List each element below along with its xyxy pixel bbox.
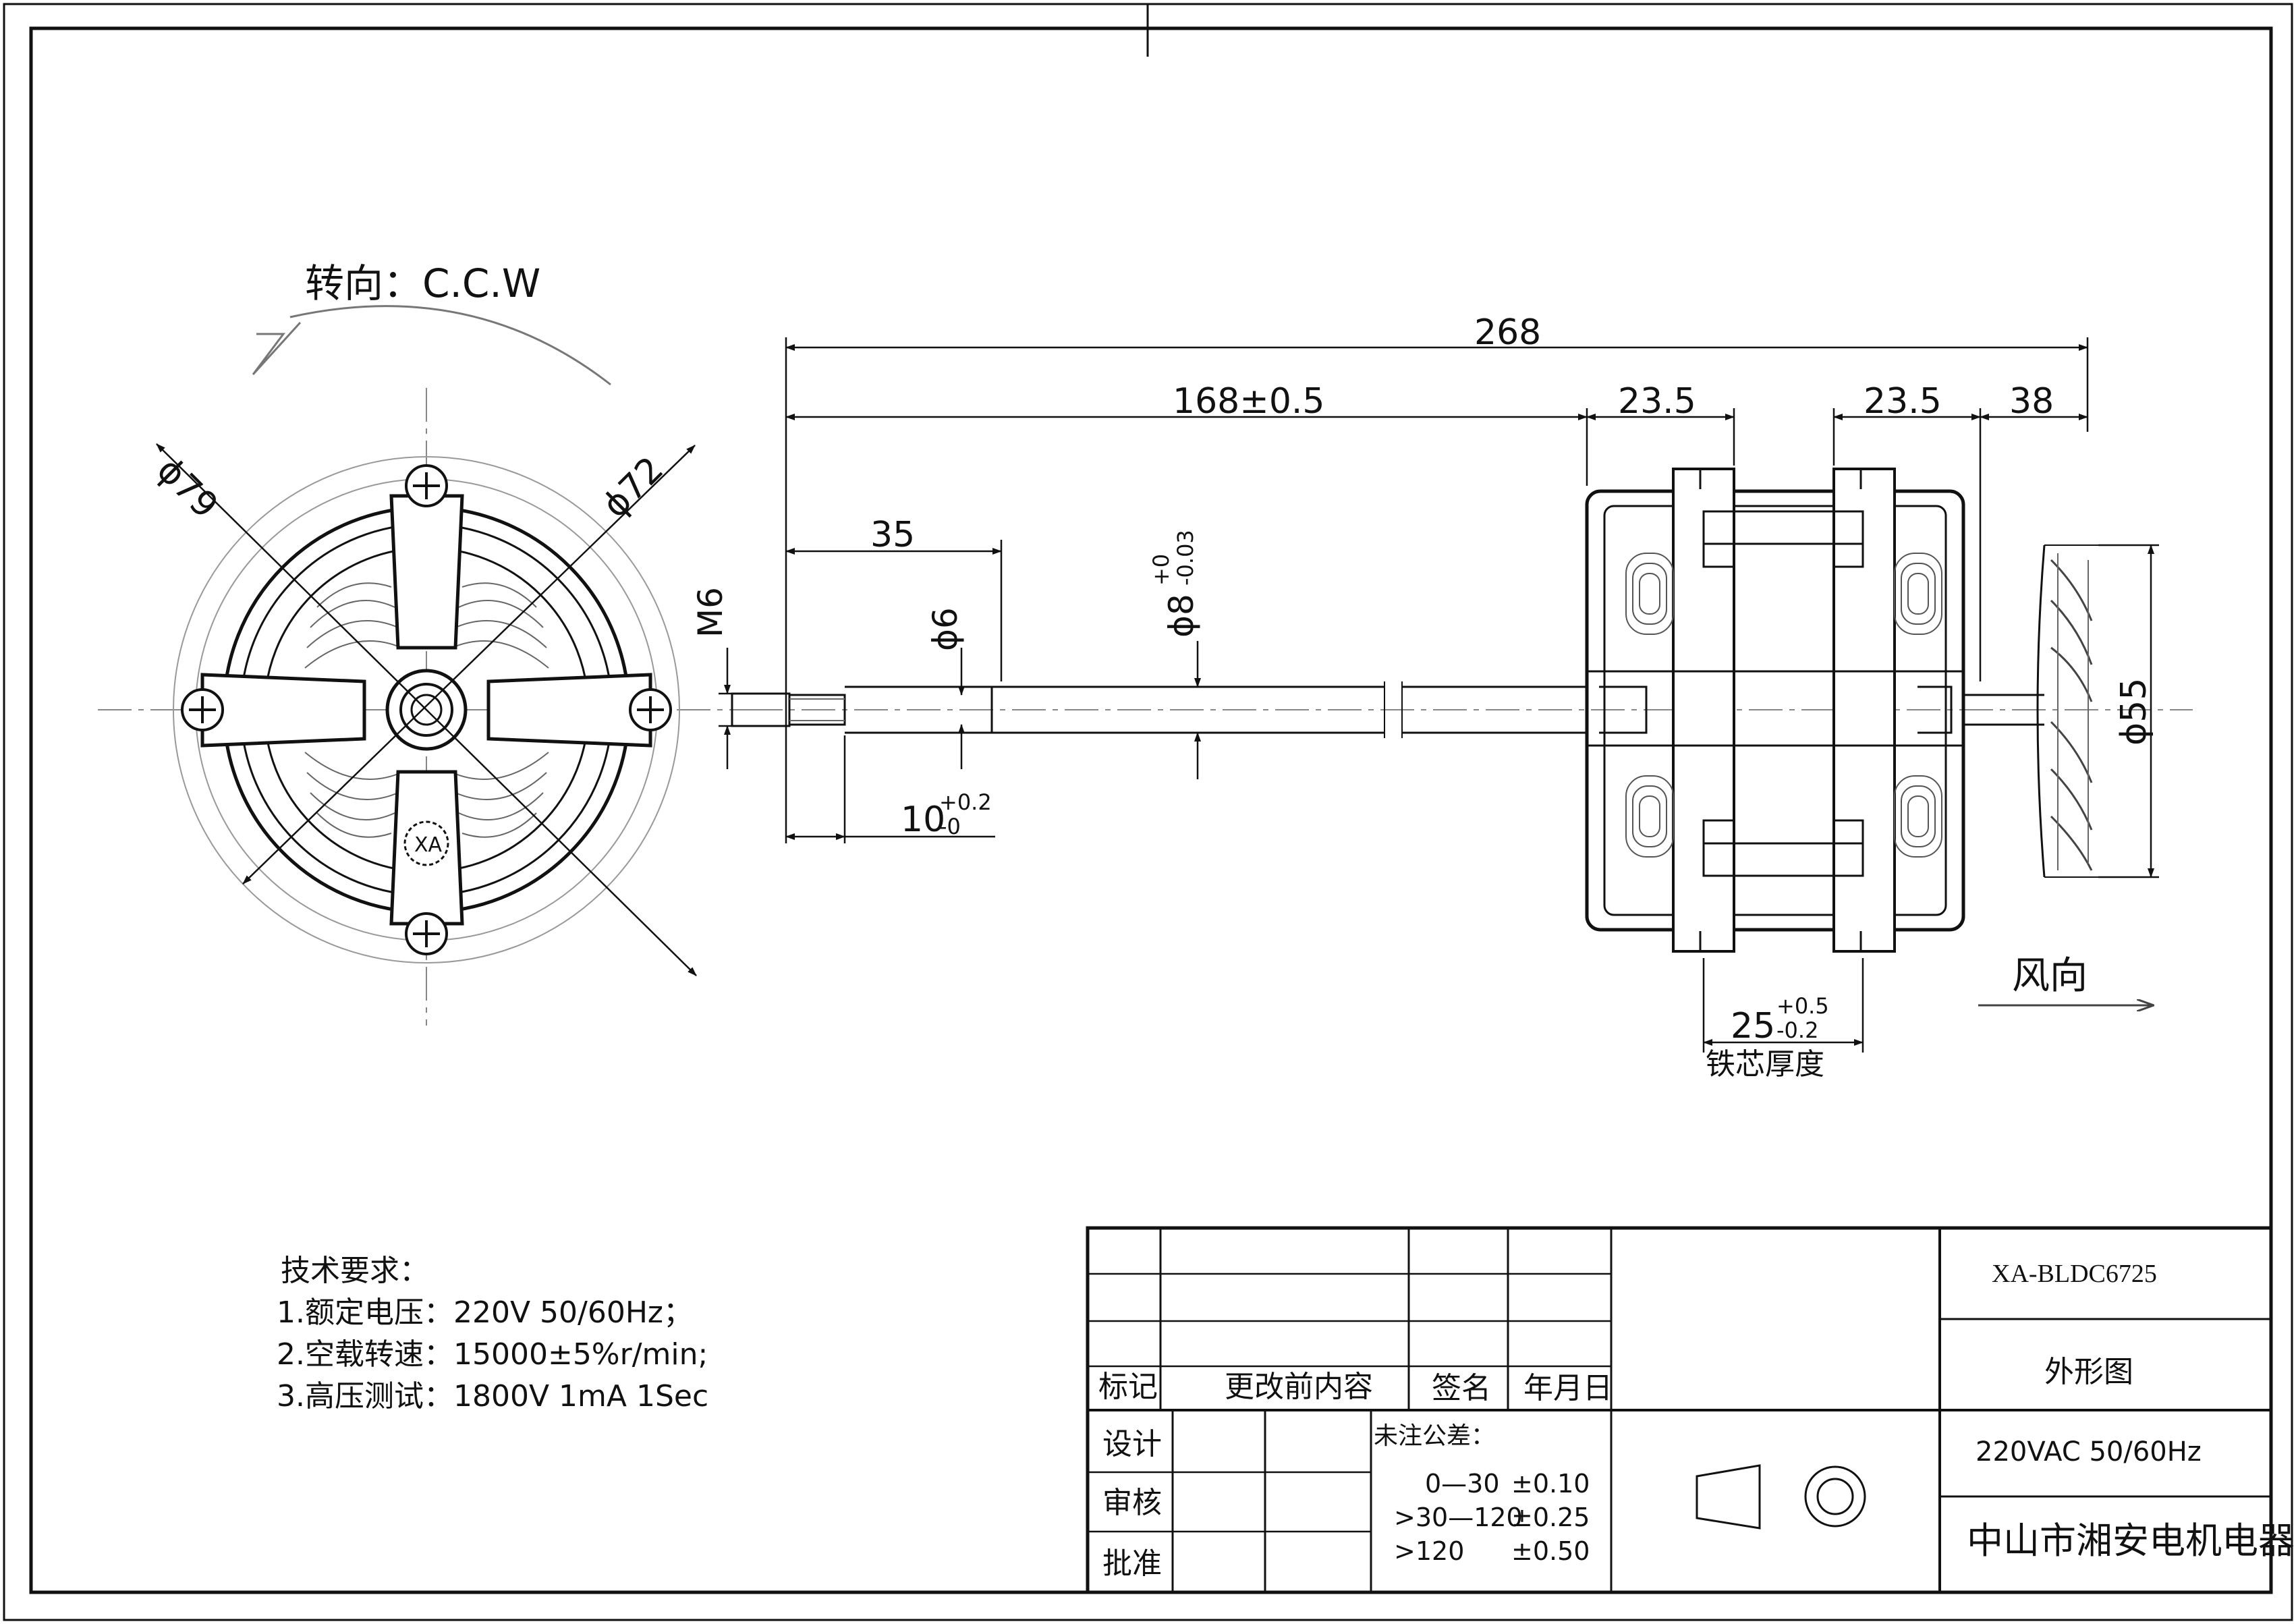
tech-requirement-item: 2.空载转速：15000±5%r/min;: [277, 1337, 708, 1372]
dim-step-tol-lower: -0: [939, 814, 961, 839]
front-outer-diameter-label: ϕ79: [149, 450, 225, 526]
side-view: 268 168±0.5 23.5 23.5 38 35 M6 ϕ6 ϕ8 +0 …: [691, 312, 2193, 1082]
side-view-dimensions: [719, 337, 2159, 1053]
dim-core-tol-upper: +0.5: [1776, 993, 1829, 1019]
role-design: 设计: [1102, 1427, 1162, 1461]
dim-shaft-main-tol-lower: -0.03: [1173, 530, 1198, 586]
dim-stator-right: 23.5: [1864, 381, 1942, 422]
tolerance-range: >120: [1394, 1536, 1464, 1566]
tolerance-range: >30—120: [1394, 1503, 1523, 1532]
rev-header-mark: 标记: [1098, 1370, 1158, 1404]
dim-total-length: 268: [1474, 312, 1541, 353]
rotation-note: 转向：C.C.W: [252, 260, 611, 386]
tolerance-range: 0—30: [1425, 1469, 1500, 1499]
title-block: 标记 更改前内容 签名 年月日 设计 审核 批准 未注公差： 0—30 ±0.1…: [1086, 1226, 2295, 1594]
rotation-label: 转向：C.C.W: [305, 260, 540, 306]
dim-shaft-length: 168±0.5: [1173, 381, 1325, 422]
dim-thread: M6: [691, 587, 730, 638]
front-view: XA ϕ79 ϕ72: [98, 388, 756, 1026]
dim-thread-length: 35: [870, 515, 915, 555]
side-coil-windings: [1625, 553, 1942, 858]
electrical-spec: 220VAC 50/60Hz: [1976, 1436, 2202, 1467]
model-number: XA-BLDC6725: [1992, 1260, 2157, 1288]
rev-header-signature: 签名: [1432, 1371, 1491, 1405]
role-review: 审核: [1102, 1486, 1162, 1520]
tech-requirement-item: 1.额定电压：220V 50/60Hz；: [277, 1295, 693, 1330]
tech-requirement-item: 3.高压测试：1800V 1mA 1Sec: [277, 1379, 708, 1413]
dim-core-tol-lower: -0.2: [1776, 1017, 1818, 1043]
core-thickness-label: 铁芯厚度: [1706, 1047, 1824, 1082]
fan-impeller: [1963, 544, 2098, 878]
tolerance-value: ±0.50: [1511, 1536, 1590, 1566]
dim-step-tol-upper: +0.2: [939, 789, 992, 815]
rev-header-content: 更改前内容: [1225, 1370, 1373, 1404]
dim-stator-left: 23.5: [1618, 381, 1696, 422]
dim-step-length: 10: [901, 800, 945, 840]
tech-requirements: 技术要求： 1.额定电压：220V 50/60Hz； 2.空载转速：15000±…: [277, 1254, 708, 1413]
dim-shaft-small: ϕ6: [926, 607, 965, 651]
svg-text:XA: XA: [414, 833, 443, 857]
rotation-arrow-icon: [289, 305, 611, 386]
tolerance-value: ±0.10: [1511, 1469, 1590, 1499]
dim-fan-diameter: ϕ55: [2114, 678, 2154, 746]
airflow-indicator: 风向: [1978, 954, 2154, 1005]
company-name: 中山市湘安电机电器: [1967, 1519, 2295, 1562]
side-view-dimension-labels: 268 168±0.5 23.5 23.5 38 35 M6 ϕ6 ϕ8 +0 …: [691, 312, 2154, 1082]
airflow-label: 风向: [2012, 954, 2088, 998]
tech-requirements-title: 技术要求：: [281, 1254, 429, 1288]
dim-core-thickness: 25: [1731, 1006, 1775, 1046]
rev-header-date: 年月日: [1523, 1371, 1613, 1405]
dim-shaft-main: ϕ8: [1162, 594, 1201, 638]
front-mount-diameter-label: ϕ72: [595, 449, 671, 526]
drawing-type: 外形图: [2044, 1355, 2133, 1389]
motor-body: [1585, 468, 1965, 953]
dim-fan-length: 38: [2009, 381, 2054, 422]
tolerance-value: ±0.25: [1511, 1503, 1590, 1532]
projection-symbol-icon: [1696, 1464, 1866, 1530]
front-view-dimension-leaders: [156, 443, 697, 976]
rotation-arrowhead-icon: [252, 321, 302, 376]
dim-shaft-main-tol-upper: +0: [1148, 554, 1174, 586]
role-approve: 批准: [1102, 1546, 1162, 1581]
tolerance-title: 未注公差：: [1374, 1422, 1495, 1450]
motor-shaft: [845, 681, 1587, 738]
